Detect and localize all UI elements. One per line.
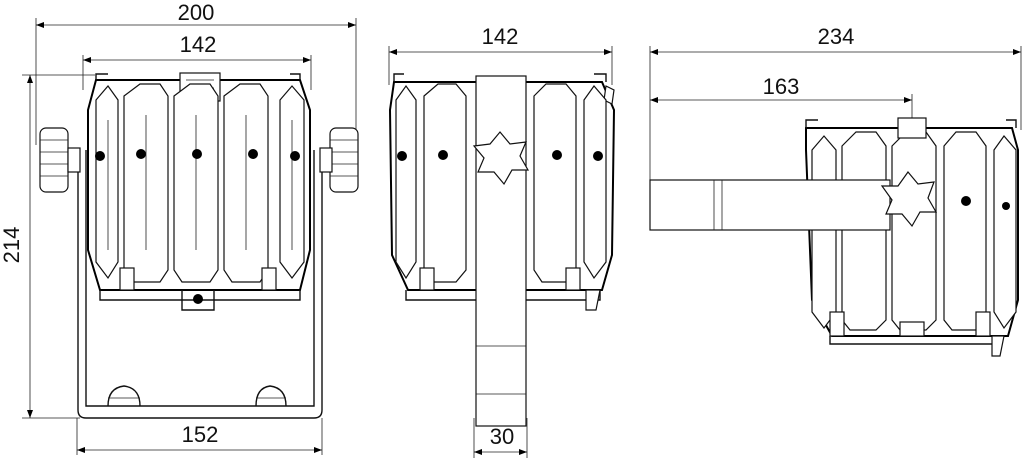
dim-top-partial-length: 163 bbox=[763, 74, 800, 99]
dim-front-total-width: 200 bbox=[178, 0, 215, 25]
side-view: 142 30 bbox=[388, 24, 616, 458]
dim-side-bracket-width: 30 bbox=[490, 424, 514, 449]
front-view: 200 142 214 152 bbox=[0, 0, 359, 455]
dim-side-head-width: 142 bbox=[482, 24, 519, 49]
right-knob bbox=[319, 127, 359, 193]
dim-front-head-width: 142 bbox=[180, 32, 217, 57]
front-fins bbox=[95, 83, 305, 283]
top-star-knob-icon bbox=[880, 171, 938, 228]
dim-front-bracket-width: 152 bbox=[182, 422, 219, 447]
dim-top-total-length: 234 bbox=[818, 24, 855, 49]
dim-height: 214 bbox=[0, 227, 24, 264]
left-knob bbox=[39, 127, 81, 193]
star-knob-icon bbox=[472, 131, 530, 186]
top-view: 234 163 bbox=[649, 24, 1022, 357]
